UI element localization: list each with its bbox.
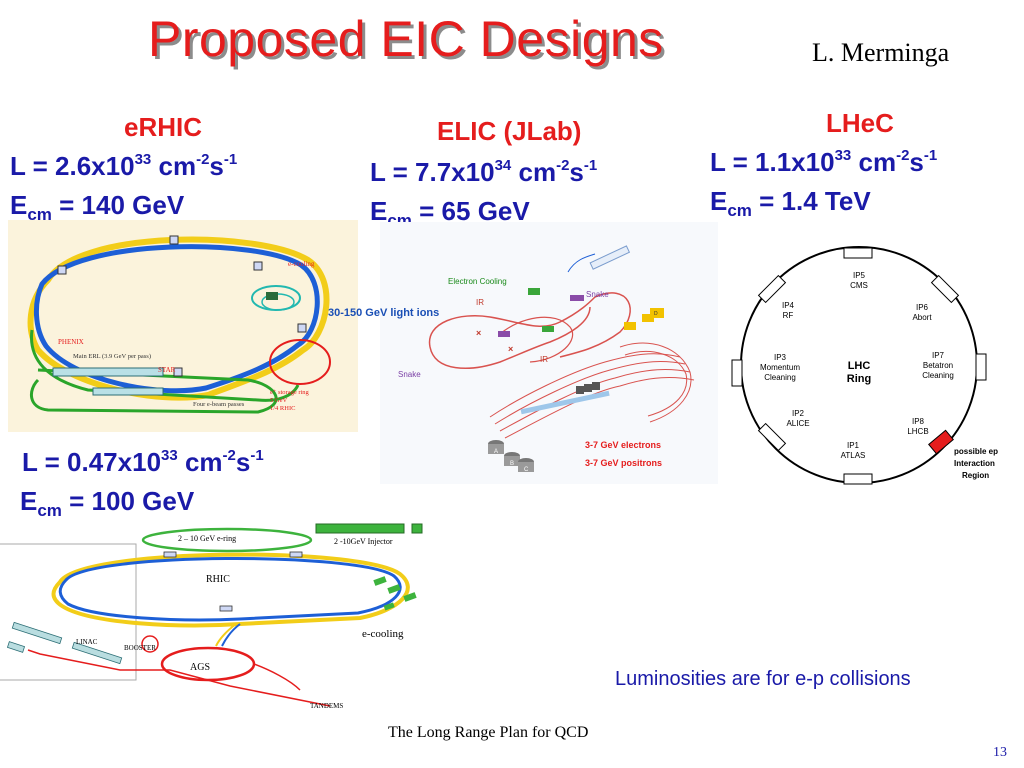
elic-luminosity: L = 7.7x1034 cm-2s-1 bbox=[370, 157, 598, 187]
svg-text:IP3: IP3 bbox=[774, 353, 787, 362]
erhic-luminosity: L = 2.6x1033 cm-2s-1 bbox=[10, 151, 238, 181]
svg-text:TANDEMS: TANDEMS bbox=[310, 702, 343, 710]
svg-text:IR: IR bbox=[476, 298, 484, 307]
svg-text:LINAC: LINAC bbox=[76, 638, 98, 646]
svg-text:possible ep: possible ep bbox=[954, 447, 998, 456]
svg-text:Betatron: Betatron bbox=[923, 361, 953, 370]
svg-text:C: C bbox=[524, 467, 529, 473]
svg-text:2 -10GeV Injector: 2 -10GeV Injector bbox=[334, 537, 393, 546]
svg-text:IP8: IP8 bbox=[912, 417, 925, 426]
svg-text:e-cooling: e-cooling bbox=[288, 260, 315, 268]
svg-text:LHCB: LHCB bbox=[907, 427, 928, 436]
author: L. Merminga bbox=[812, 38, 950, 67]
elic-diagram: D A B C × × Electron Cooling IR IR Snake… bbox=[380, 222, 718, 484]
svg-text:Abort: Abort bbox=[912, 313, 932, 322]
svg-text:IP6: IP6 bbox=[916, 303, 929, 312]
lhec-luminosity: L = 1.1x1033 cm-2s-1 bbox=[710, 147, 938, 177]
svg-text:3-7 GeV electrons: 3-7 GeV electrons bbox=[585, 440, 661, 450]
svg-text:Main ERL (3.9 GeV per pass): Main ERL (3.9 GeV per pass) bbox=[73, 353, 151, 360]
elic-heading: ELIC (JLab) bbox=[437, 116, 582, 146]
svg-text:IR: IR bbox=[540, 355, 548, 364]
svg-text:Four e-beam passes: Four e-beam passes bbox=[193, 401, 245, 408]
svg-text:e⁺ storage ring: e⁺ storage ring bbox=[270, 389, 310, 396]
svg-text:D: D bbox=[654, 311, 658, 317]
svg-text:Snake: Snake bbox=[398, 370, 421, 379]
svg-text:Electron Cooling: Electron Cooling bbox=[448, 277, 507, 286]
svg-text:Cleaning: Cleaning bbox=[922, 371, 954, 380]
svg-text:Interaction: Interaction bbox=[954, 459, 995, 468]
svg-text:×: × bbox=[508, 344, 513, 354]
page-number: 13 bbox=[993, 745, 1007, 760]
svg-text:IP7: IP7 bbox=[932, 351, 945, 360]
erhic-energy: Ecm = 140 GeV bbox=[10, 190, 185, 224]
svg-text:Region: Region bbox=[962, 471, 989, 480]
erhic-diagram: e-cooling PHENIX STAR Main ERL (3.9 GeV … bbox=[8, 220, 358, 432]
svg-text:Ring: Ring bbox=[847, 373, 871, 385]
svg-text:ALICE: ALICE bbox=[786, 419, 809, 428]
svg-text:PHENIX: PHENIX bbox=[58, 338, 84, 346]
ring-energy: Ecm = 100 GeV bbox=[20, 486, 195, 520]
svg-text:BOOSTER: BOOSTER bbox=[124, 644, 156, 652]
svg-text:IP5: IP5 bbox=[853, 271, 866, 280]
svg-text:IP2: IP2 bbox=[792, 409, 805, 418]
lhec-energy: Ecm = 1.4 TeV bbox=[710, 186, 871, 220]
svg-text:2 – 10 GeV e-ring: 2 – 10 GeV e-ring bbox=[178, 534, 236, 543]
svg-text:Snake: Snake bbox=[586, 290, 609, 299]
svg-text:A: A bbox=[494, 449, 498, 455]
svg-text:RHIC: RHIC bbox=[206, 574, 230, 585]
svg-text:Momentum: Momentum bbox=[760, 363, 800, 372]
svg-text:B: B bbox=[510, 461, 514, 467]
slide-title: Proposed EIC Designs bbox=[148, 11, 664, 67]
footer: The Long Range Plan for QCD bbox=[388, 724, 589, 741]
lhec-heading: LHeC bbox=[826, 108, 894, 138]
svg-text:CMS: CMS bbox=[850, 281, 868, 290]
svg-text:ATLAS: ATLAS bbox=[841, 451, 866, 460]
svg-text:AGS: AGS bbox=[190, 662, 210, 673]
svg-text:Cleaning: Cleaning bbox=[764, 373, 796, 382]
lhec-ring-diagram: LHC Ring IP5 CMS IP6 Abort IP7 Betatron … bbox=[731, 246, 998, 485]
ring-design-diagram: 2 – 10 GeV e-ring 2 -10GeV Injector RHIC… bbox=[0, 523, 423, 710]
svg-text:×: × bbox=[476, 328, 481, 338]
svg-text:STAR: STAR bbox=[158, 366, 176, 374]
ring-luminosity: L = 0.47x1033 cm-2s-1 bbox=[22, 447, 264, 477]
erhic-heading: eRHIC bbox=[124, 112, 203, 142]
collision-note: Luminosities are for e-p collisions bbox=[615, 668, 911, 690]
svg-text:3-7 GeV positrons: 3-7 GeV positrons bbox=[585, 458, 662, 468]
svg-text:5 GeV: 5 GeV bbox=[270, 397, 287, 404]
svg-text:IP1: IP1 bbox=[847, 441, 860, 450]
svg-text:RF: RF bbox=[783, 311, 794, 320]
svg-text:e-cooling: e-cooling bbox=[362, 628, 404, 640]
elic-energy: Ecm = 65 GeV bbox=[370, 196, 530, 230]
light-ions-label: 30-150 GeV light ions bbox=[328, 307, 440, 319]
svg-text:1/4 RHIC: 1/4 RHIC bbox=[270, 405, 295, 412]
svg-text:IP4: IP4 bbox=[782, 301, 795, 310]
svg-text:LHC: LHC bbox=[848, 360, 871, 372]
